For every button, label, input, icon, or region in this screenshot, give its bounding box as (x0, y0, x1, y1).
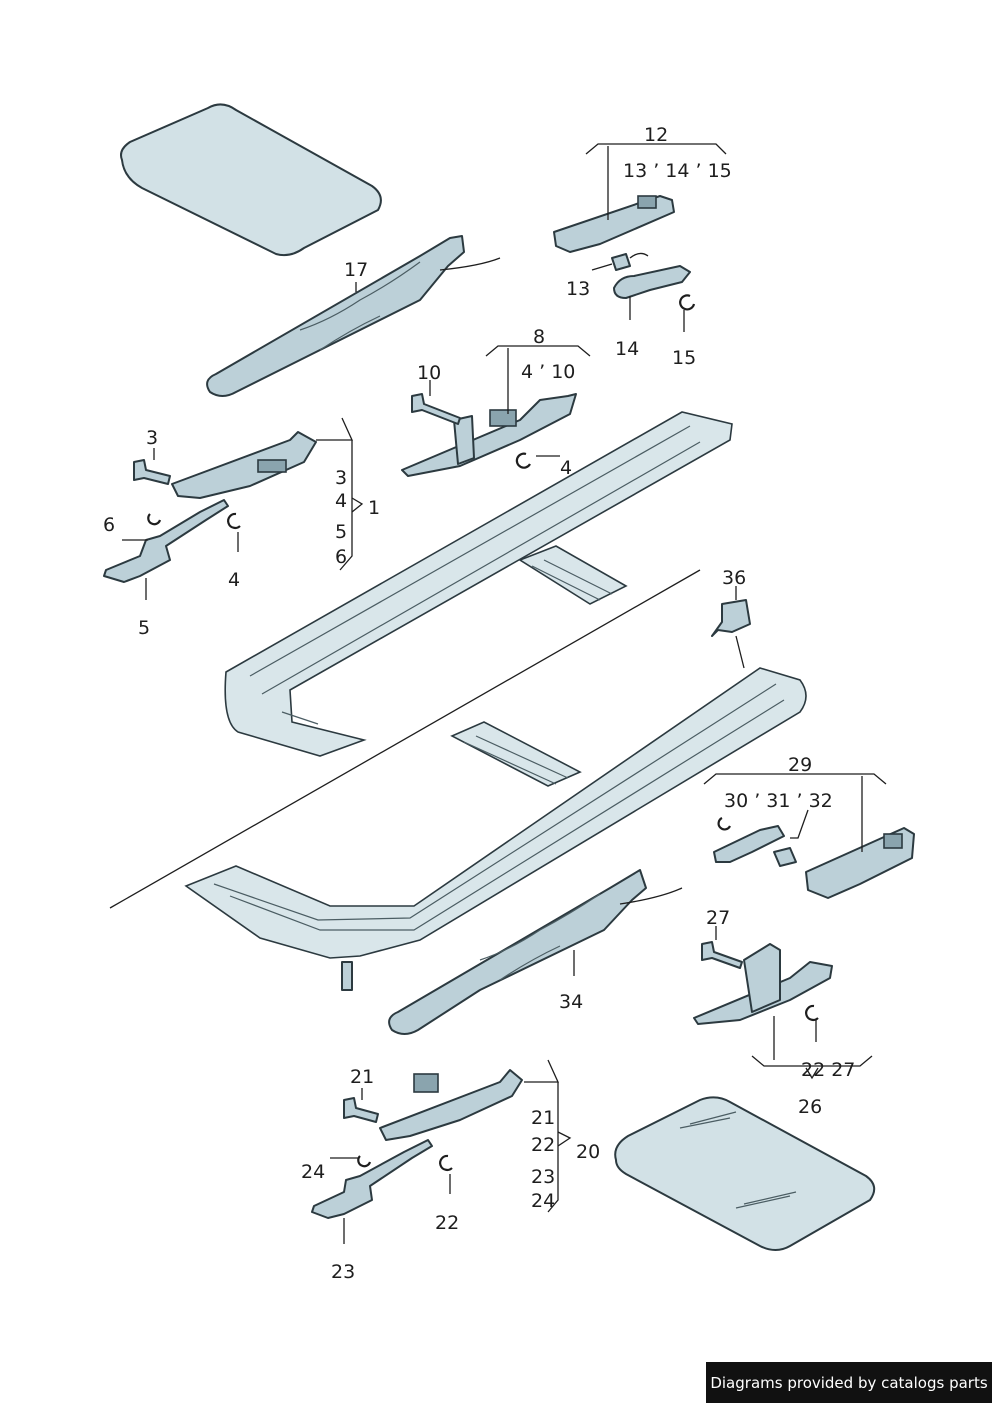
clip-4-top (515, 452, 531, 469)
section-divider-line (109, 569, 701, 909)
callout-36: 36 (722, 567, 746, 589)
callout-22-bracket: 22 (531, 1134, 555, 1156)
callout-12: 12 (644, 124, 668, 146)
callout-24: 24 (301, 1161, 325, 1183)
callout-15: 15 (672, 347, 696, 369)
sunroof-frame-upper (224, 411, 733, 757)
callout-27: 27 (706, 907, 730, 929)
callout-14: 14 (615, 338, 639, 360)
callout-22-27: 22 27 (801, 1059, 855, 1081)
link-lever-23 (311, 1139, 433, 1219)
callout-4-10: 4 ’ 10 (521, 361, 575, 383)
pin-3 (133, 459, 171, 485)
callout-4-left: 4 (228, 569, 240, 591)
callout-21-bracket: 21 (531, 1107, 555, 1129)
callout-22: 22 (435, 1212, 459, 1234)
callout-4-bracket: 4 (335, 490, 347, 512)
clip-4-left (227, 512, 241, 529)
callout-4-top: 4 (560, 457, 572, 479)
glass-panel-top (120, 103, 382, 257)
callout-20: 20 (576, 1141, 600, 1163)
callout-5: 5 (138, 617, 150, 639)
clip-32 (717, 817, 731, 831)
callout-13: 13 (566, 278, 590, 300)
sunroof-frame-lower (184, 667, 807, 991)
clip-22-left (439, 1154, 453, 1171)
spring-31 (773, 847, 797, 867)
callout-21-pin: 21 (350, 1066, 374, 1088)
drive-slide-8 (401, 393, 577, 477)
callout-34: 34 (559, 991, 583, 1013)
callout-8: 8 (533, 326, 545, 348)
attribution-footer: Diagrams provided by catalogs parts (706, 1362, 992, 1403)
callout-23-bracket: 23 (531, 1166, 555, 1188)
callout-30-31-32: 30 ’ 31 ’ 32 (724, 790, 833, 812)
lift-arm-20 (379, 1069, 523, 1141)
callout-5-bracket: 5 (335, 521, 347, 543)
callout-3-pin: 3 (146, 427, 158, 449)
callout-6-bracket: 6 (335, 546, 347, 568)
footer-text: Diagrams provided by catalogs parts (710, 1373, 988, 1392)
callout-1: 1 (368, 497, 380, 519)
callout-23: 23 (331, 1261, 355, 1283)
leader-lines (122, 143, 887, 1244)
clip-22-right (805, 1004, 819, 1021)
callout-labels: 12 13 ’ 14 ’ 15 13 14 15 17 8 4 ’ 10 10 … (103, 124, 855, 1283)
callout-24-bracket: 24 (531, 1190, 555, 1212)
lift-bracket-29 (805, 827, 915, 899)
clip-6 (147, 513, 162, 526)
end-stop-36 (711, 599, 751, 669)
glass-panel-bottom (614, 1096, 876, 1251)
drive-slide-26 (693, 943, 833, 1025)
lever-14 (613, 265, 691, 299)
spring-13 (611, 252, 649, 271)
pin-21 (343, 1097, 379, 1123)
bolt-10 (411, 393, 461, 425)
callout-26: 26 (798, 1096, 822, 1118)
callout-10: 10 (417, 362, 441, 384)
link-lever-5 (103, 499, 229, 583)
lift-bracket-12 (553, 195, 675, 253)
callout-3-bracket: 3 (335, 467, 347, 489)
cable-guide-arm-34 (388, 869, 683, 1035)
cable-guide-arm-17 (206, 235, 501, 397)
callout-29: 29 (788, 754, 812, 776)
callout-6: 6 (103, 514, 115, 536)
callout-17: 17 (344, 259, 368, 281)
clip-15 (679, 294, 696, 311)
lift-arm-1 (171, 431, 317, 499)
clip-24 (357, 1155, 372, 1168)
bolt-27 (701, 941, 743, 969)
lever-30 (713, 825, 785, 863)
callout-13-14-15: 13 ’ 14 ’ 15 (623, 160, 732, 182)
